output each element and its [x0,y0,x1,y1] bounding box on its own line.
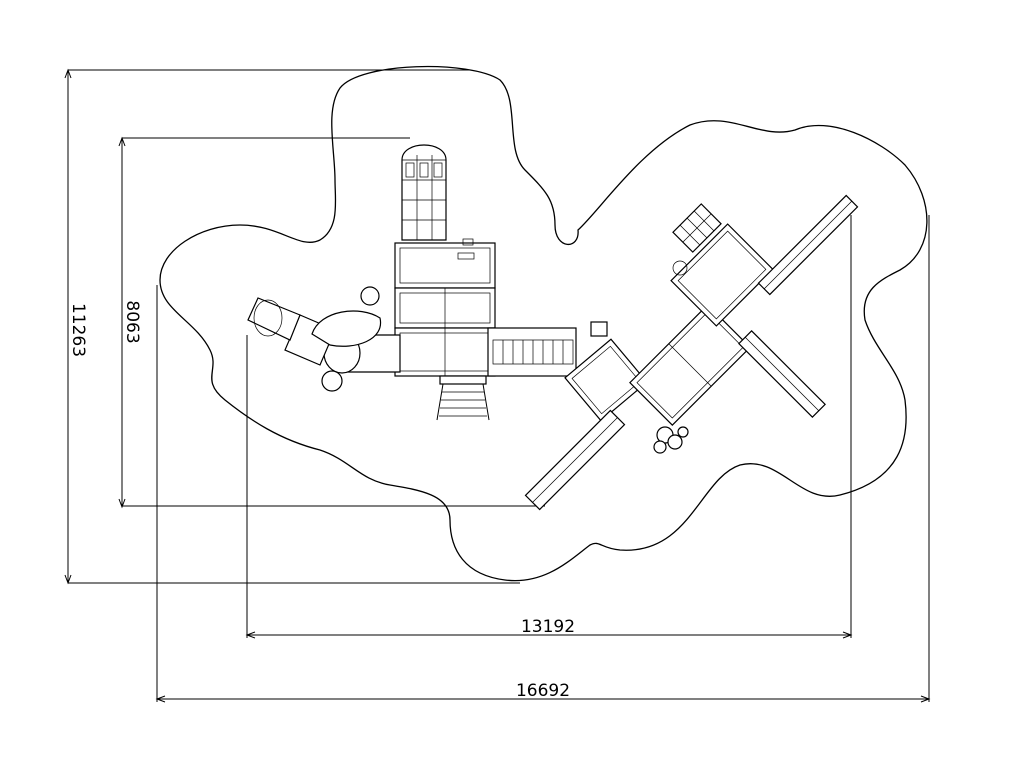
tower-top-roof [401,144,447,241]
safety-zone-outline [159,65,928,582]
middle-deck [394,287,496,329]
access-ladder [436,375,490,421]
connecting-platform [564,338,648,422]
diagonal-deck-upper [670,223,774,327]
straight-slide-upper [757,194,859,296]
upper-deck [394,238,496,289]
overall-width-dimension: 16692 [155,215,931,703]
play-panel [590,260,688,337]
tube-slide [247,286,401,392]
lower-deck [394,327,496,377]
inner-width-label: 13192 [521,617,575,637]
inner-height-dimension: 8063 [118,136,545,509]
straight-slide-lower [738,330,826,418]
overall-width-label: 16692 [516,681,570,701]
climbing-net-upper [672,203,722,253]
crawl-bridge [487,327,577,377]
overall-height-label: 11263 [68,303,88,357]
inner-width-dimension: 13192 [245,215,853,639]
inner-height-label: 8063 [122,300,142,343]
diagonal-deck-center [629,304,751,426]
spring-rider [653,426,689,454]
overall-height-dimension: 11263 [64,68,520,585]
long-slide-lower [524,409,626,511]
